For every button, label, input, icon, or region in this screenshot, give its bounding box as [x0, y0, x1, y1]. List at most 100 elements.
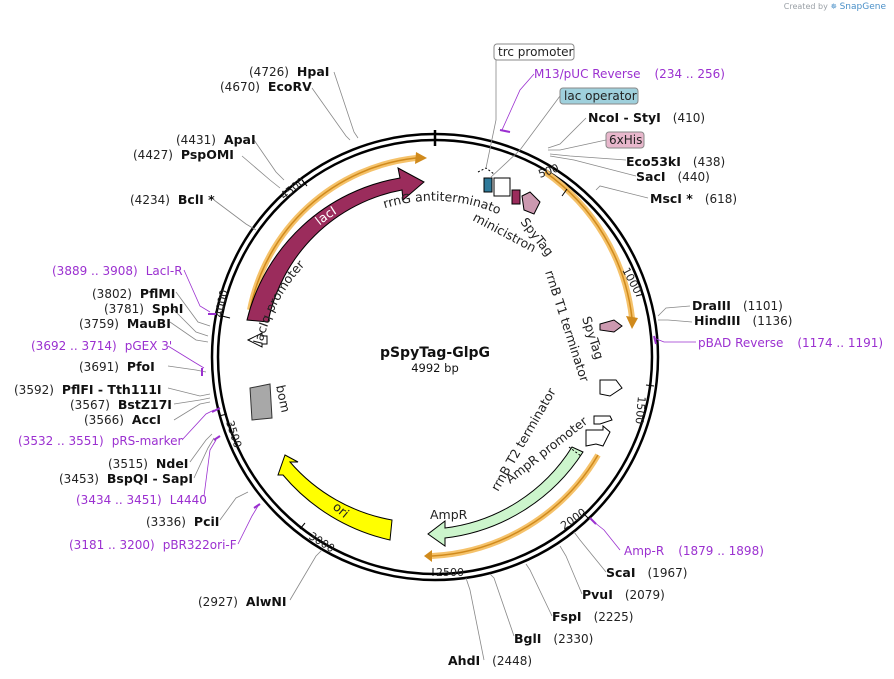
enzyme-msci[interactable]: MscI *(618)	[650, 191, 737, 206]
enzyme-acci[interactable]: (3566)AccI	[84, 412, 161, 427]
leader-saci	[549, 155, 637, 177]
credit-prefix: Created by	[783, 2, 828, 11]
tick-label-4000: 4000	[212, 289, 231, 319]
tick-label-2000: 2000	[558, 506, 588, 533]
ampr-promoter-divider	[568, 446, 582, 457]
enzyme-scai[interactable]: ScaI(1967)	[606, 565, 687, 580]
enzyme-pfoi[interactable]: (3691)PfoI	[79, 359, 155, 374]
leader-bgli	[489, 573, 515, 637]
primer-pbr322ori-f[interactable]: (3181 .. 3200)pBR322ori-F	[69, 538, 237, 552]
enzyme-pcii[interactable]: (3336)PciI	[146, 514, 219, 529]
leader-l4440	[203, 439, 217, 497]
leader-ncoi	[547, 117, 587, 149]
leader-pvui	[559, 545, 583, 595]
primer-laci-r[interactable]: (3889 .. 3908)LacI-R	[52, 264, 183, 278]
ampr-feature[interactable]	[427, 446, 584, 547]
enzyme-apai[interactable]: (4431)ApaI	[176, 132, 256, 147]
trc-promoter-label: trc promoter	[498, 45, 574, 59]
enzyme-hindiii[interactable]: HindIII(1136)	[694, 313, 792, 328]
primer-prs-marker[interactable]: (3532 .. 3551)pRS-marker	[18, 434, 182, 448]
primer-amp-r[interactable]: Amp-R(1879 .. 1898)	[624, 544, 764, 558]
leader-pbad	[653, 337, 696, 343]
leader-pfoi	[167, 365, 207, 373]
enzyme-ndei[interactable]: (3515)NdeI	[108, 456, 188, 471]
leader-ndei	[189, 433, 213, 463]
enzyme-pflmi[interactable]: (3802)PflMI	[92, 286, 175, 301]
enzyme-ahdi[interactable]: AhdI(2448)	[448, 653, 532, 668]
leader-ecorv	[311, 87, 351, 141]
primer-mark-amp-r	[589, 517, 597, 525]
tick-2000	[582, 512, 590, 520]
leader-lac-op	[489, 95, 561, 179]
spytag-n-feature[interactable]	[521, 191, 541, 215]
spytag-c-feature[interactable]	[599, 319, 623, 333]
primer-mark-l4440	[213, 435, 221, 441]
trc-promoter-box	[493, 43, 575, 61]
lacI-orf-arrowhead	[415, 152, 427, 164]
tick-label-2500: 2500	[436, 566, 464, 579]
enzyme-alwni[interactable]: (2927)AlwNI	[198, 594, 287, 609]
enzyme-fspi[interactable]: FspI(2225)	[552, 609, 633, 624]
leader-msci	[595, 185, 649, 199]
leader-psppomi	[241, 155, 281, 189]
enzyme-sphi[interactable]: (3781)SphI	[104, 301, 183, 316]
enzyme-bspqi-sapi[interactable]: (3453)BspQI - SapI	[59, 471, 193, 486]
enzyme-pvui[interactable]: PvuI(2079)	[582, 587, 665, 602]
primer-mark-m13	[499, 129, 511, 133]
enzyme-ncoi-styi[interactable]: NcoI - StyI(410)	[588, 110, 705, 125]
enzyme-eco53ki[interactable]: Eco53kI(438)	[626, 154, 725, 169]
bom-label: bom	[273, 384, 293, 414]
primer-pbad-reverse[interactable]: pBAD Reverse(1174 .. 1191)	[698, 336, 883, 350]
leader-apai	[253, 139, 285, 181]
lac-operator-feature[interactable]	[483, 177, 493, 193]
lac-operator-label: lac operator	[564, 89, 637, 103]
primer-l4440[interactable]: (3434 .. 3451)L4440	[76, 493, 207, 507]
primer-mark-pbad	[653, 335, 657, 345]
enzyme-saci[interactable]: SacI(440)	[636, 169, 710, 184]
glpg-orf-arc-line	[544, 171, 633, 319]
tick-1500	[645, 384, 655, 387]
rrng-antiterminator-label: rrnG antiterminator	[0, 0, 503, 217]
lacIq-promoter-feature[interactable]	[246, 332, 268, 348]
primer-mark-pbr322	[253, 503, 261, 509]
enzyme-bstz17i[interactable]: (3567)BstZ17I	[70, 397, 172, 412]
leader-scai	[573, 531, 607, 573]
ampr-orf-arc-line	[431, 454, 599, 557]
his-tag-feature[interactable]	[511, 189, 521, 205]
lacI-feature[interactable]	[246, 167, 425, 323]
leader-lines	[167, 60, 696, 661]
enzyme-draiii[interactable]: DraIII(1101)	[692, 298, 783, 313]
leader-pflfi	[167, 387, 211, 397]
leader-pflmi	[175, 291, 211, 327]
credit-brand: SnapGene	[839, 2, 886, 12]
his-tag-label: 6xHis	[609, 133, 642, 147]
minicistron-feature[interactable]	[493, 177, 511, 197]
ampr-orf-arrowhead	[424, 550, 432, 562]
enzyme-bcli[interactable]: (4234)BclI *	[130, 192, 215, 207]
bom-feature[interactable]	[249, 383, 273, 421]
trc-promoter-feature[interactable]	[477, 167, 495, 175]
enzyme-bgli[interactable]: BglI(2330)	[514, 631, 593, 646]
primer-m13-puc-reverse[interactable]: M13/pUC Reverse(234 .. 256)	[534, 67, 725, 81]
leader-acci	[173, 401, 211, 421]
ori-feature[interactable]	[277, 454, 393, 541]
leader-pcii	[219, 491, 249, 521]
enzyme-pflfi-tth111i[interactable]: (3592)PflFI - Tth111I	[14, 382, 162, 397]
leader-bstz17i	[173, 397, 211, 405]
ampr-promoter-feature[interactable]	[585, 424, 611, 447]
plasmid-name: pSpyTag-GlpG	[380, 345, 490, 361]
glpg-orf-arrowhead	[626, 316, 638, 329]
primer-pgex-3[interactable]: (3692 .. 3714)pGEX 3'	[31, 339, 172, 353]
enzyme-ecorv[interactable]: (4670)EcoRV	[220, 79, 312, 94]
enzyme-pspomi[interactable]: (4427)PspOMI	[133, 147, 234, 162]
rrnb-t1-feature[interactable]	[599, 379, 623, 397]
leader-m13	[501, 73, 535, 131]
leader-maubi	[169, 321, 209, 343]
leader-pgex	[167, 345, 205, 369]
rrnb-t2-feature[interactable]	[593, 415, 613, 425]
enzyme-hpai[interactable]: (4726)HpaI	[249, 64, 329, 79]
enzyme-maubi[interactable]: (3759)MauBI	[79, 316, 171, 331]
ampr-label: AmpR	[430, 507, 468, 522]
snapgene-logo-icon: ✵	[830, 2, 838, 11]
